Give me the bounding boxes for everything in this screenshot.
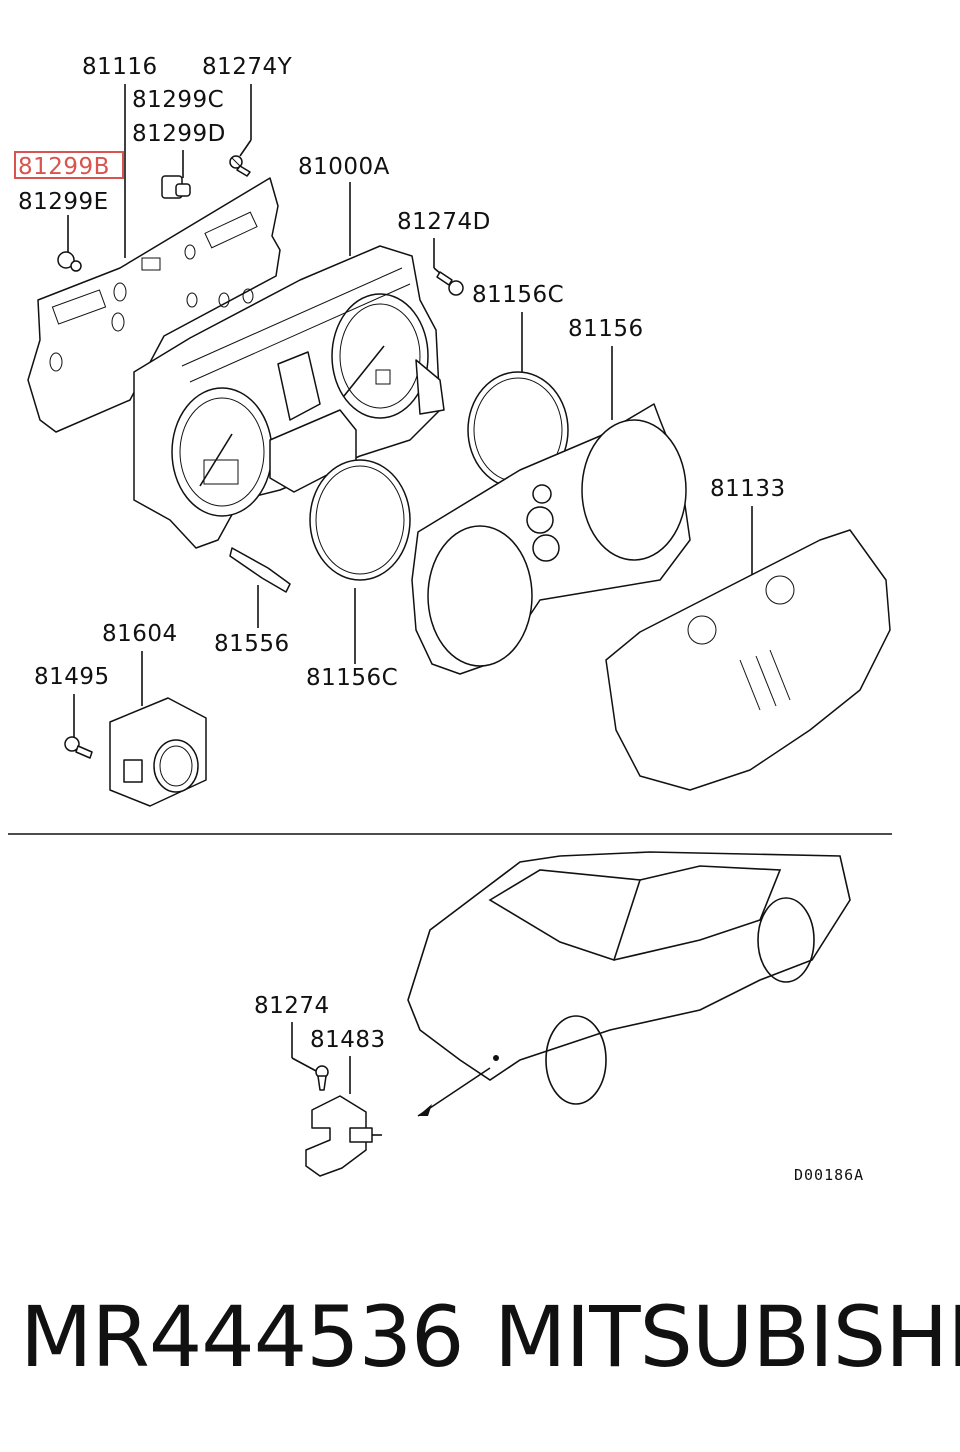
label-81495: 81495	[34, 664, 110, 690]
label-81000A: 81000A	[298, 154, 390, 180]
car-outline	[407, 851, 851, 1117]
trip-knob-81556	[229, 547, 291, 593]
bulb-81299E	[57, 251, 82, 272]
label-81274D: 81274D	[397, 209, 491, 235]
diagram-code: D00186A	[794, 1166, 864, 1184]
circuit-plate-81116	[27, 177, 281, 433]
label-81299B: 81299B	[18, 154, 110, 180]
label-81116: 81116	[82, 54, 158, 80]
clock-81604	[109, 697, 207, 807]
label-81604: 81604	[102, 621, 178, 647]
label-81274: 81274	[254, 993, 330, 1019]
glass-81133	[605, 529, 891, 791]
leader-lines	[67, 84, 753, 1094]
bezel-81156	[411, 403, 691, 675]
label-81274Y: 81274Y	[202, 54, 293, 80]
meter-cluster-81000A	[133, 245, 445, 549]
screw-81274D	[436, 271, 464, 296]
part-number: MR444536	[20, 1288, 464, 1386]
label-81156C-bot: 81156C	[306, 665, 398, 691]
screw-81495	[64, 736, 93, 759]
sensor-location-dot	[493, 1055, 499, 1061]
label-81299C: 81299C	[132, 87, 224, 113]
label-81299D: 81299D	[132, 121, 226, 147]
highlight-box	[14, 151, 124, 179]
label-81156: 81156	[568, 316, 644, 342]
sensor-81483	[305, 1095, 382, 1177]
bulb-81299D	[161, 175, 191, 199]
label-81133: 81133	[710, 476, 786, 502]
screw-81274Y	[229, 155, 251, 177]
ring-81156C-lower	[309, 459, 411, 581]
label-81556: 81556	[214, 631, 290, 657]
screw-81274	[315, 1065, 329, 1091]
parts-diagram: 81116 81274Y 81299C 81299D 81299B 81299E…	[8, 54, 892, 1184]
label-81299E: 81299E	[18, 189, 109, 215]
label-81156C-top: 81156C	[472, 282, 564, 308]
brand-name: MITSUBISHI	[494, 1288, 960, 1386]
label-81483: 81483	[310, 1027, 386, 1053]
footer: MR444536 MITSUBISHI	[0, 1288, 960, 1398]
